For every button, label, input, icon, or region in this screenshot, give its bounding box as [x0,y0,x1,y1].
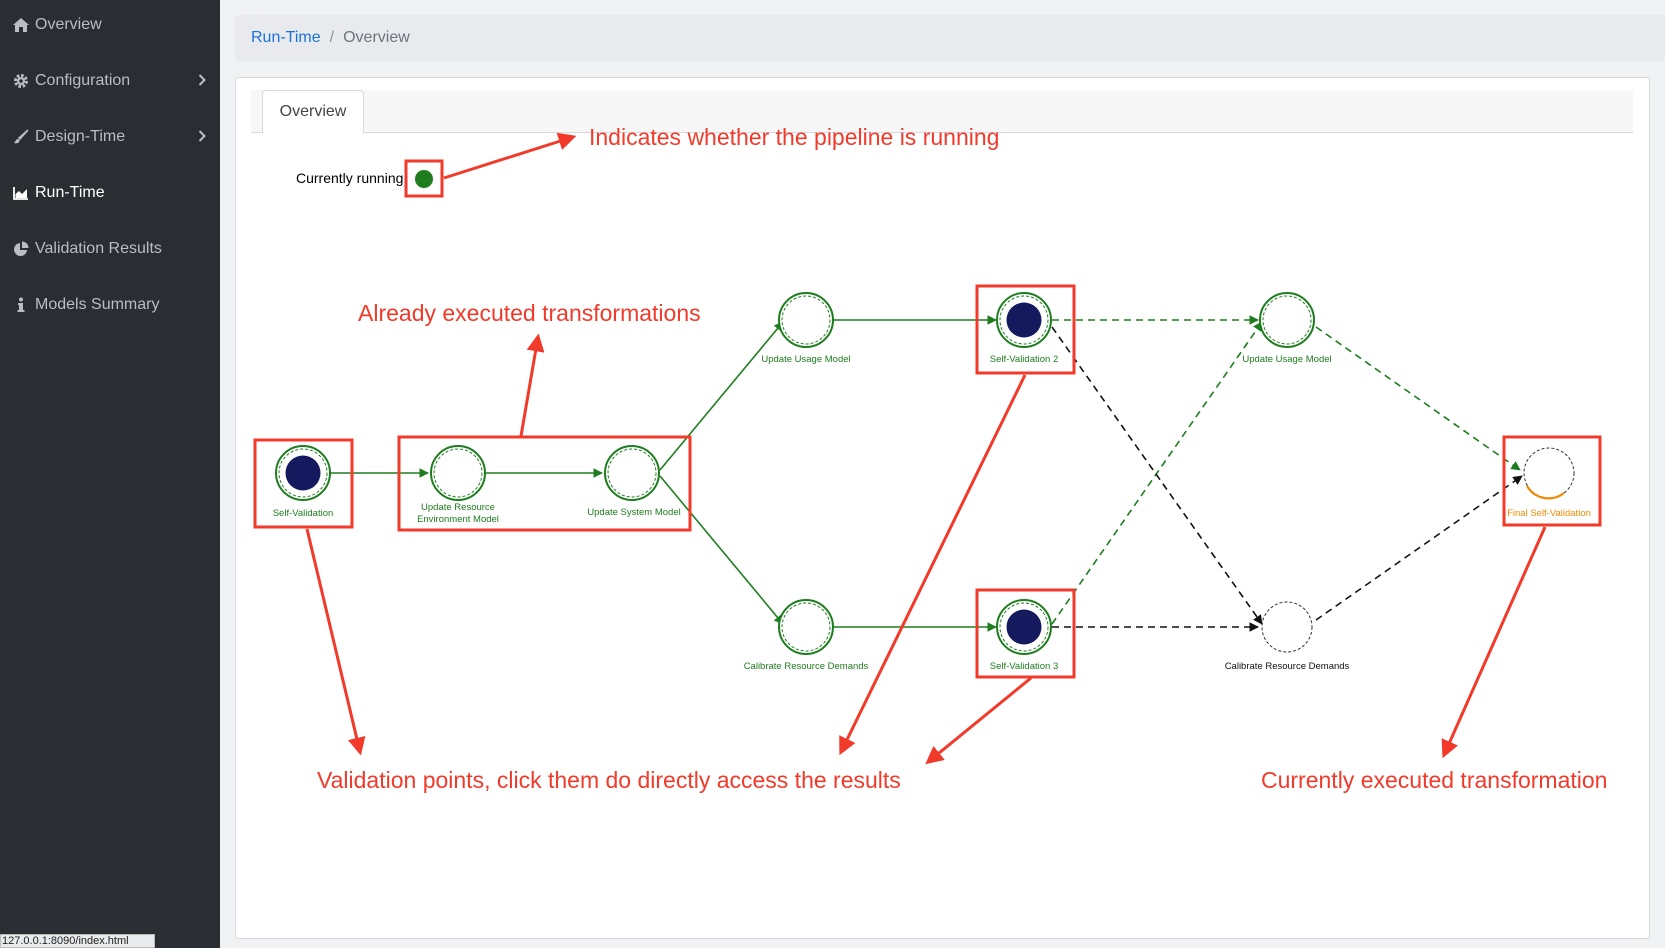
annotation-boxes [253,159,1602,679]
sidebar-item-label: Configuration [35,72,131,89]
breadcrumb-separator: / [329,29,335,46]
breadcrumb: Run-Time / Overview [235,15,1665,61]
breadcrumb-current: Overview [343,29,410,46]
node-update-resource-environment-model[interactable]: Update Resource Environment Model [417,445,499,525]
sidebar-item-label: Run-Time [35,184,105,201]
sidebar-item-validation-results[interactable]: Validation Results [0,221,220,277]
node-calibrate-resource-demands[interactable]: Calibrate Resource Demands [744,599,869,672]
running-indicator [415,170,433,188]
node-self-validation[interactable]: Self-Validation [273,445,334,519]
overview-card: Overview [235,77,1650,939]
sidebar-item-label: Design-Time [35,128,126,145]
annotation-current: Currently executed transformation [1261,767,1608,793]
node-update-usage-model[interactable]: Update Usage Model [761,292,851,365]
tab-overview[interactable]: Overview [262,90,364,134]
sidebar: Overview Configuration Design-Time Run-T… [0,0,220,948]
node-label-line-2: Environment Model [417,514,499,525]
sidebar-item-models-summary[interactable]: Models Summary [0,277,220,333]
annotation-executed: Already executed transformations [358,300,701,326]
annotation-validation: Validation points, click them do directl… [317,767,901,793]
progress-arc [1526,485,1565,500]
area-chart-icon [12,184,30,202]
node-update-usage-model-planned[interactable]: Update Usage Model [1242,292,1332,365]
planned-edges [1051,315,1521,625]
node-self-validation-3[interactable]: Self-Validation 3 [990,599,1058,672]
node-self-validation-2[interactable]: Self-Validation 2 [990,292,1058,365]
info-icon [12,296,30,314]
breadcrumb-link-run-time[interactable]: Run-Time [251,29,321,46]
node-label: Self-Validation [273,508,334,519]
node-update-system-model[interactable]: Update System Model [587,445,681,518]
sidebar-item-design-time[interactable]: Design-Time [0,109,220,165]
node-calibrate-resource-demands-pending[interactable]: Calibrate Resource Demands [1225,601,1350,672]
node-label-line-1: Update Resource [421,502,495,513]
home-icon [12,16,30,34]
sidebar-item-run-time[interactable]: Run-Time [0,165,220,221]
annotation-arrows [305,132,1547,765]
chevron-right-icon [198,129,206,147]
tab-bar: Overview [251,90,1633,134]
sidebar-item-label: Models Summary [35,296,160,313]
node-label: Final Self-Validation [1507,508,1591,519]
browser-status-url: 127.0.0.1:8090/index.html [0,934,155,948]
annotation-running: Indicates whether the pipeline is runnin… [589,124,1000,150]
node-label: Calibrate Resource Demands [1225,661,1350,672]
sidebar-item-label: Overview [35,16,102,33]
pending-edges [1051,326,1523,632]
running-status-label: Currently running [296,170,404,186]
gear-icon [12,72,30,90]
pie-chart-icon [12,240,30,258]
sidebar-item-overview[interactable]: Overview [0,0,220,53]
chevron-right-icon [198,73,206,91]
node-label: Update Usage Model [761,354,850,365]
executed-edges [330,315,997,632]
node-label: Self-Validation 3 [990,661,1058,672]
sidebar-item-label: Validation Results [35,240,162,257]
sidebar-item-configuration[interactable]: Configuration [0,53,220,109]
node-label: Update System Model [587,507,680,518]
node-label: Calibrate Resource Demands [744,661,869,672]
node-label: Update Usage Model [1242,354,1331,365]
brush-icon [12,128,30,146]
node-label: Self-Validation 2 [990,354,1058,365]
node-final-self-validation[interactable]: Final Self-Validation [1507,447,1591,519]
